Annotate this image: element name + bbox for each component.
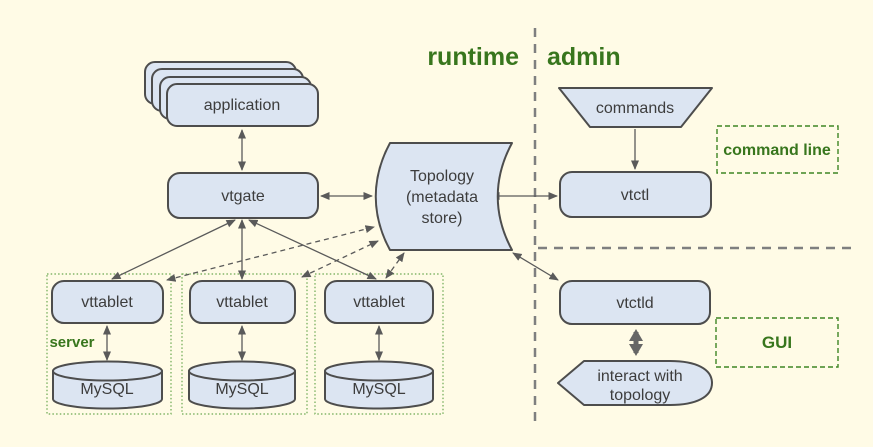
mysql-node-3: MySQL	[324, 360, 434, 410]
topology-label-line1: Topology	[410, 168, 474, 185]
topology-label-line2: (metadata	[406, 189, 478, 206]
vtctld-label: vtctld	[616, 295, 653, 312]
server-group-box-1	[46, 273, 172, 415]
vtctld-node: vtctld	[559, 280, 711, 325]
interact-label-line2: topology	[610, 387, 671, 404]
arrow-topology-vtctld	[512, 252, 559, 281]
mysql1-cylinder-rim	[52, 370, 163, 382]
vtgate-label: vtgate	[221, 188, 265, 205]
runtime-section-label: runtime	[427, 43, 519, 71]
command-line-annotation: command line	[716, 125, 839, 174]
server-group-box-3	[314, 273, 444, 415]
vtgate-node: vtgate	[167, 172, 319, 219]
topology-node: Topology (metadata store)	[374, 142, 513, 251]
mysql1-label: MySQL	[80, 381, 133, 398]
server-group-box-2	[181, 273, 308, 415]
application-label: application	[204, 97, 281, 114]
dashed-arrow-vttablet2-topology	[301, 240, 379, 278]
mysql3-label: MySQL	[352, 381, 405, 398]
topology-label-line3: store)	[422, 210, 463, 227]
mysql2-label: MySQL	[215, 381, 268, 398]
commands-shape	[558, 87, 713, 128]
vttablet-node-2: vttablet	[189, 280, 296, 324]
gui-annotation: GUI	[715, 317, 839, 368]
vtctl-box	[559, 171, 712, 218]
mysql3-cylinder-rim	[324, 370, 434, 382]
vttablet2-box	[189, 280, 296, 324]
vttablet3-label: vttablet	[353, 294, 405, 311]
vtctl-label: vtctl	[621, 187, 649, 204]
application-stack-front	[166, 83, 319, 127]
commands-node: commands	[558, 87, 713, 128]
vtgate-box	[167, 172, 319, 219]
command-line-box	[716, 125, 839, 174]
application-node: application	[144, 61, 319, 127]
mysql-node-1: MySQL	[52, 360, 163, 410]
interact-topology-shape	[557, 360, 713, 406]
vttablet-node-3: vttablet	[324, 280, 434, 324]
vttablet1-label: vttablet	[81, 294, 133, 311]
vttablet2-label: vttablet	[216, 294, 268, 311]
vttablet3-box	[324, 280, 434, 324]
interact-label-line1: interact with	[597, 368, 682, 385]
gui-label: GUI	[762, 333, 792, 352]
arrow-vtgate-vttablet3	[248, 219, 377, 280]
vttablet1-box	[51, 280, 164, 324]
interact-topology-node: interact with topology	[557, 360, 713, 406]
dashed-arrow-vttablet1-topology	[166, 225, 375, 282]
mysql-node-2: MySQL	[188, 360, 296, 410]
vtctld-box	[559, 280, 711, 325]
admin-section-label: admin	[547, 43, 621, 71]
command-line-label: command line	[723, 142, 831, 159]
vtctl-node: vtctl	[559, 171, 712, 218]
mysql2-cylinder-rim	[188, 370, 296, 382]
commands-label: commands	[596, 100, 674, 117]
topology-shape	[374, 142, 513, 251]
server-label: server	[49, 334, 94, 351]
vttablet-node-1: vttablet	[51, 280, 164, 324]
gui-box	[715, 317, 839, 368]
arrow-vtgate-vttablet1	[111, 219, 236, 280]
